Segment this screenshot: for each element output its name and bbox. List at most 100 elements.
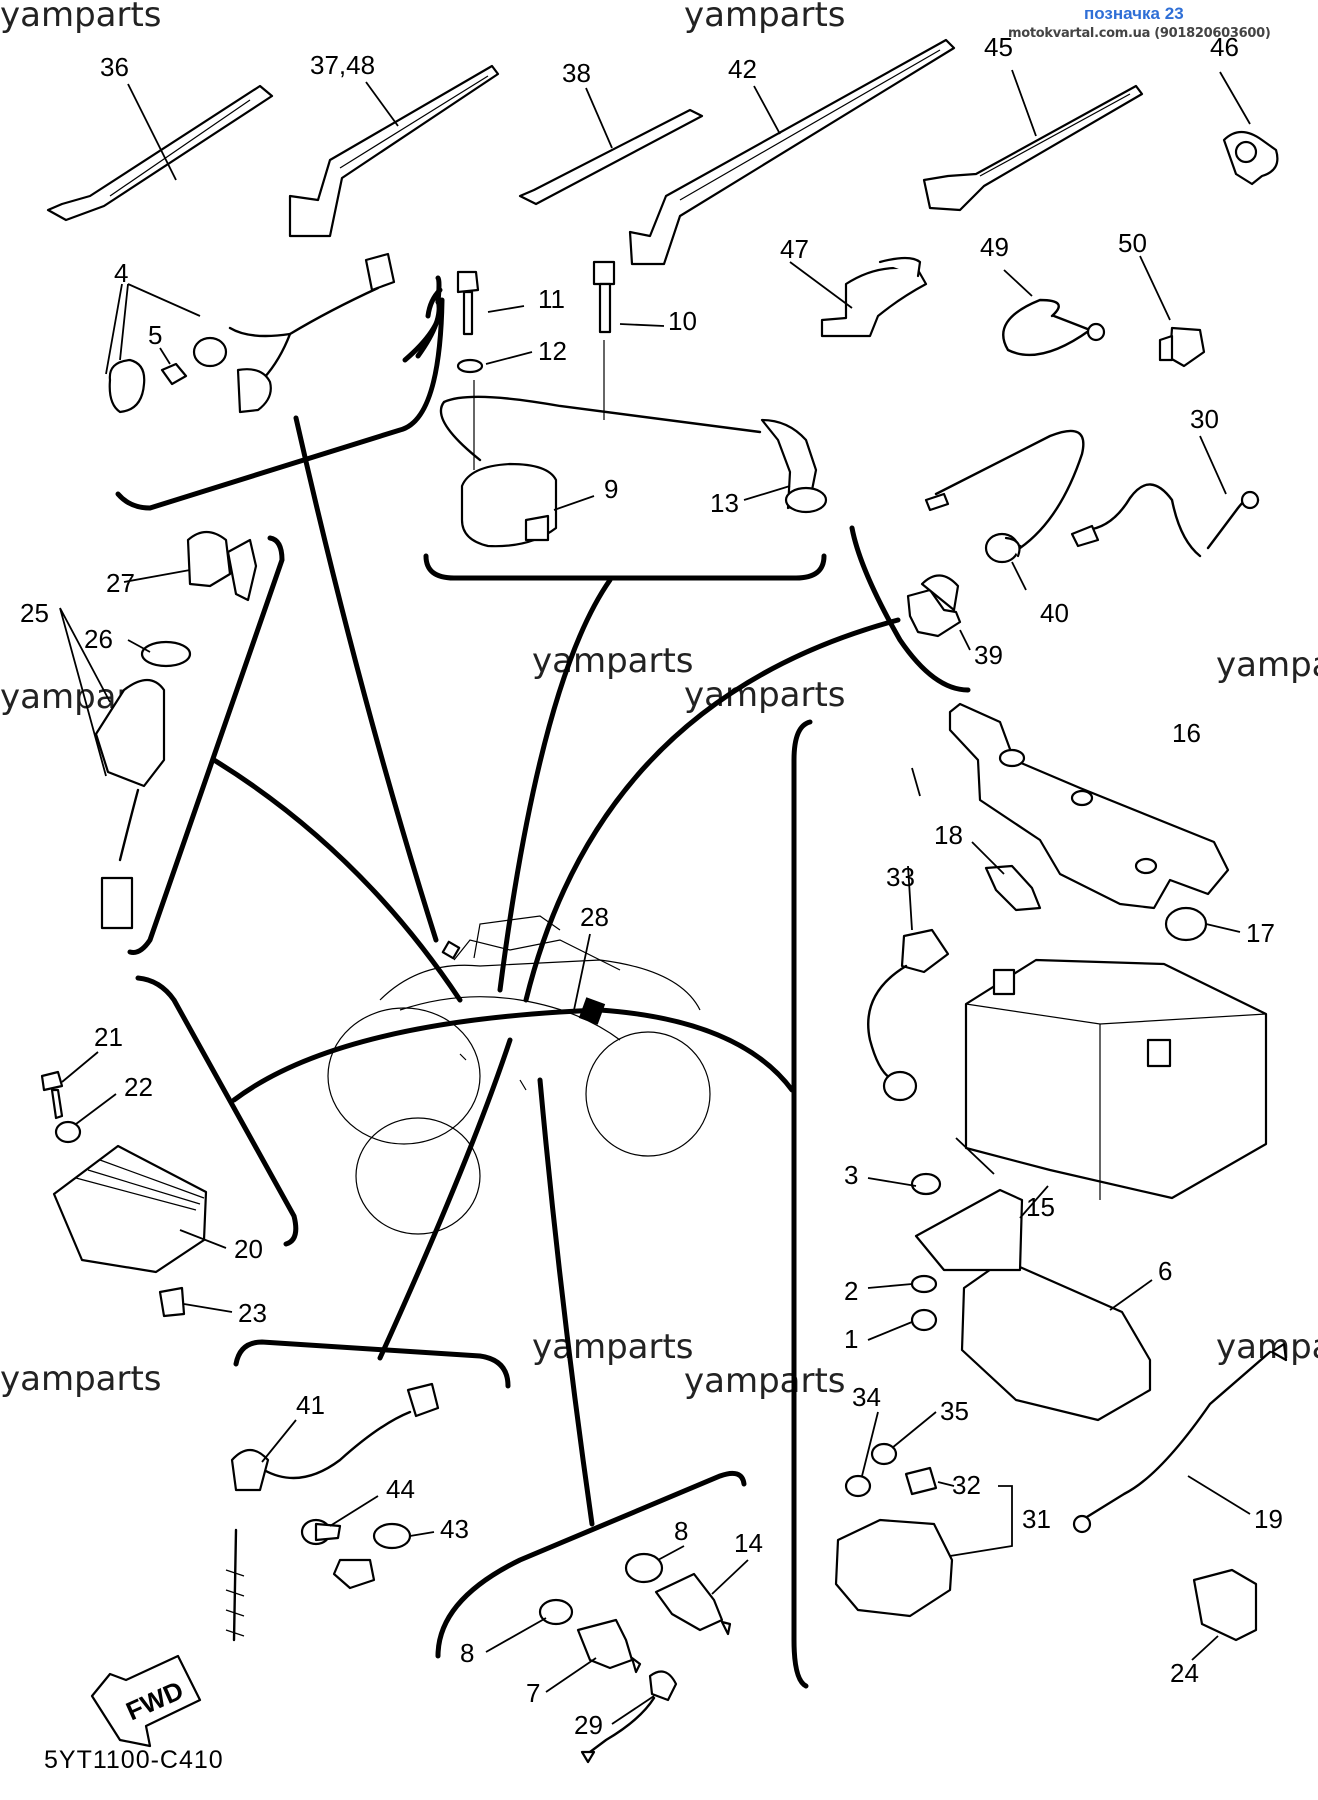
part-38-cable-tie [518,108,704,206]
part-21-bolt [40,1070,64,1120]
callout-30: 30 [1190,404,1219,434]
callout-32: 32 [952,1470,981,1500]
frame-ignition-coil-group [423,553,827,581]
callout-36: 36 [100,52,129,82]
watermark: yamparts [0,0,162,35]
callout-20: 20 [234,1234,263,1264]
part-12-washer [456,358,484,374]
part-2-washer [910,1274,938,1294]
callout-18: 18 [934,820,963,850]
watermark: yamparts [1216,1327,1318,1367]
frame-main-switch-group [127,535,285,955]
part-24-fuse-cover [1192,1568,1258,1642]
part-5-connector-cap [160,362,188,386]
callout-28: 28 [580,902,609,932]
part-10-bolt [592,260,616,334]
callout-29: 29 [574,1710,603,1740]
part-8-gasket-a [624,1552,664,1584]
callout-40: 40 [1040,598,1069,628]
callout-43: 43 [440,1514,469,1544]
part-41-switch-lead [225,1382,440,1642]
leader-lines [59,69,1251,1725]
part-19-battery-lead [1072,1342,1288,1534]
callout-39: 39 [974,640,1003,670]
part-43-clip [332,1522,412,1590]
watermarks: yamparts yamparts yamparts yamparts yamp… [0,0,1318,1401]
callout-12: 12 [538,336,567,366]
callout-38: 38 [562,58,591,88]
part-17-cap [1164,906,1208,942]
watermark: yamparts [684,1361,846,1401]
callout-10: 10 [668,306,697,336]
part-16-bracket [948,702,1230,910]
part-7-switch [576,1618,642,1674]
watermark: yamparts [0,1359,162,1399]
part-42-cable-tie [628,38,956,266]
part-37-48-cable-tie [288,64,500,238]
vehicle-connector-lines [211,415,901,1527]
callout-17: 17 [1246,918,1275,948]
watermark: yamparts [684,0,846,35]
callout-27: 27 [106,568,135,598]
callout-42: 42 [728,54,757,84]
part-39-thermo-switch [906,574,962,638]
part-32-fuse [904,1466,938,1496]
part-18-holder [984,864,1042,912]
watermark: yamparts [532,1327,694,1367]
part-6-ecu [914,1188,1152,1422]
callout-3: 3 [844,1160,858,1190]
callout-45: 45 [984,32,1013,62]
callout-37-48: 37,48 [310,50,375,80]
frame-sensor-group [849,525,971,693]
callout-15: 15 [1026,1192,1055,1222]
callout-14: 14 [734,1528,763,1558]
callout-22: 22 [124,1072,153,1102]
part-22-washer [54,1120,82,1144]
part-35-bolt [870,1442,898,1466]
part-50-clip [1158,326,1206,368]
part-34-bolt [844,1474,872,1498]
callout-21: 21 [94,1022,123,1052]
callout-8-lower: 8 [460,1638,474,1668]
callout-1: 1 [844,1324,858,1354]
part-46-clamp [1222,130,1279,186]
callout-23: 23 [238,1298,267,1328]
part-14-switch [654,1572,732,1636]
callout-11: 11 [538,284,565,314]
frame-switch-group [233,1339,511,1389]
atv-outline [327,915,711,1235]
part-4-sub-harness [108,252,396,414]
part-3-bolt [910,1172,942,1196]
part-13-spark-plug-cap [760,418,828,514]
callout-49: 49 [980,232,1009,262]
frame-sensor-switch-group [435,1470,747,1659]
atv-location-marker [441,940,461,960]
part-1-grommet [910,1308,938,1332]
part-33-lead [867,928,950,1102]
part-49-band [1002,298,1106,357]
callout-35: 35 [940,1396,969,1426]
part-44-bolt [300,1518,342,1546]
atv-location-marker-filled [578,997,606,1025]
part-36-cable-tie [46,84,274,222]
site-reference-text: motokvartal.com.ua (901820603600) [1008,26,1271,41]
callout-numbers: 36 37,48 38 42 45 46 4 5 11 12 10 9 13 4… [20,32,1283,1740]
callout-44: 44 [386,1474,415,1504]
callout-5: 5 [148,320,162,350]
part-30-sensor-lead [924,429,1260,558]
part-8-gasket-b [538,1598,574,1626]
part-9-ignition-coil [439,340,762,548]
callout-26: 26 [84,624,113,654]
part-11-bolt [456,270,480,336]
watermark: yamparts [1216,645,1318,685]
part-47-holder [820,256,928,338]
callout-50: 50 [1118,228,1147,258]
part-27-key [186,530,258,602]
part-26-nut [140,640,192,668]
callout-25: 25 [20,598,49,628]
group-frames [115,275,971,1689]
part-25-main-switch [94,678,166,930]
callout-31: 31 [1022,1504,1051,1534]
part-40-grommet [984,532,1021,564]
